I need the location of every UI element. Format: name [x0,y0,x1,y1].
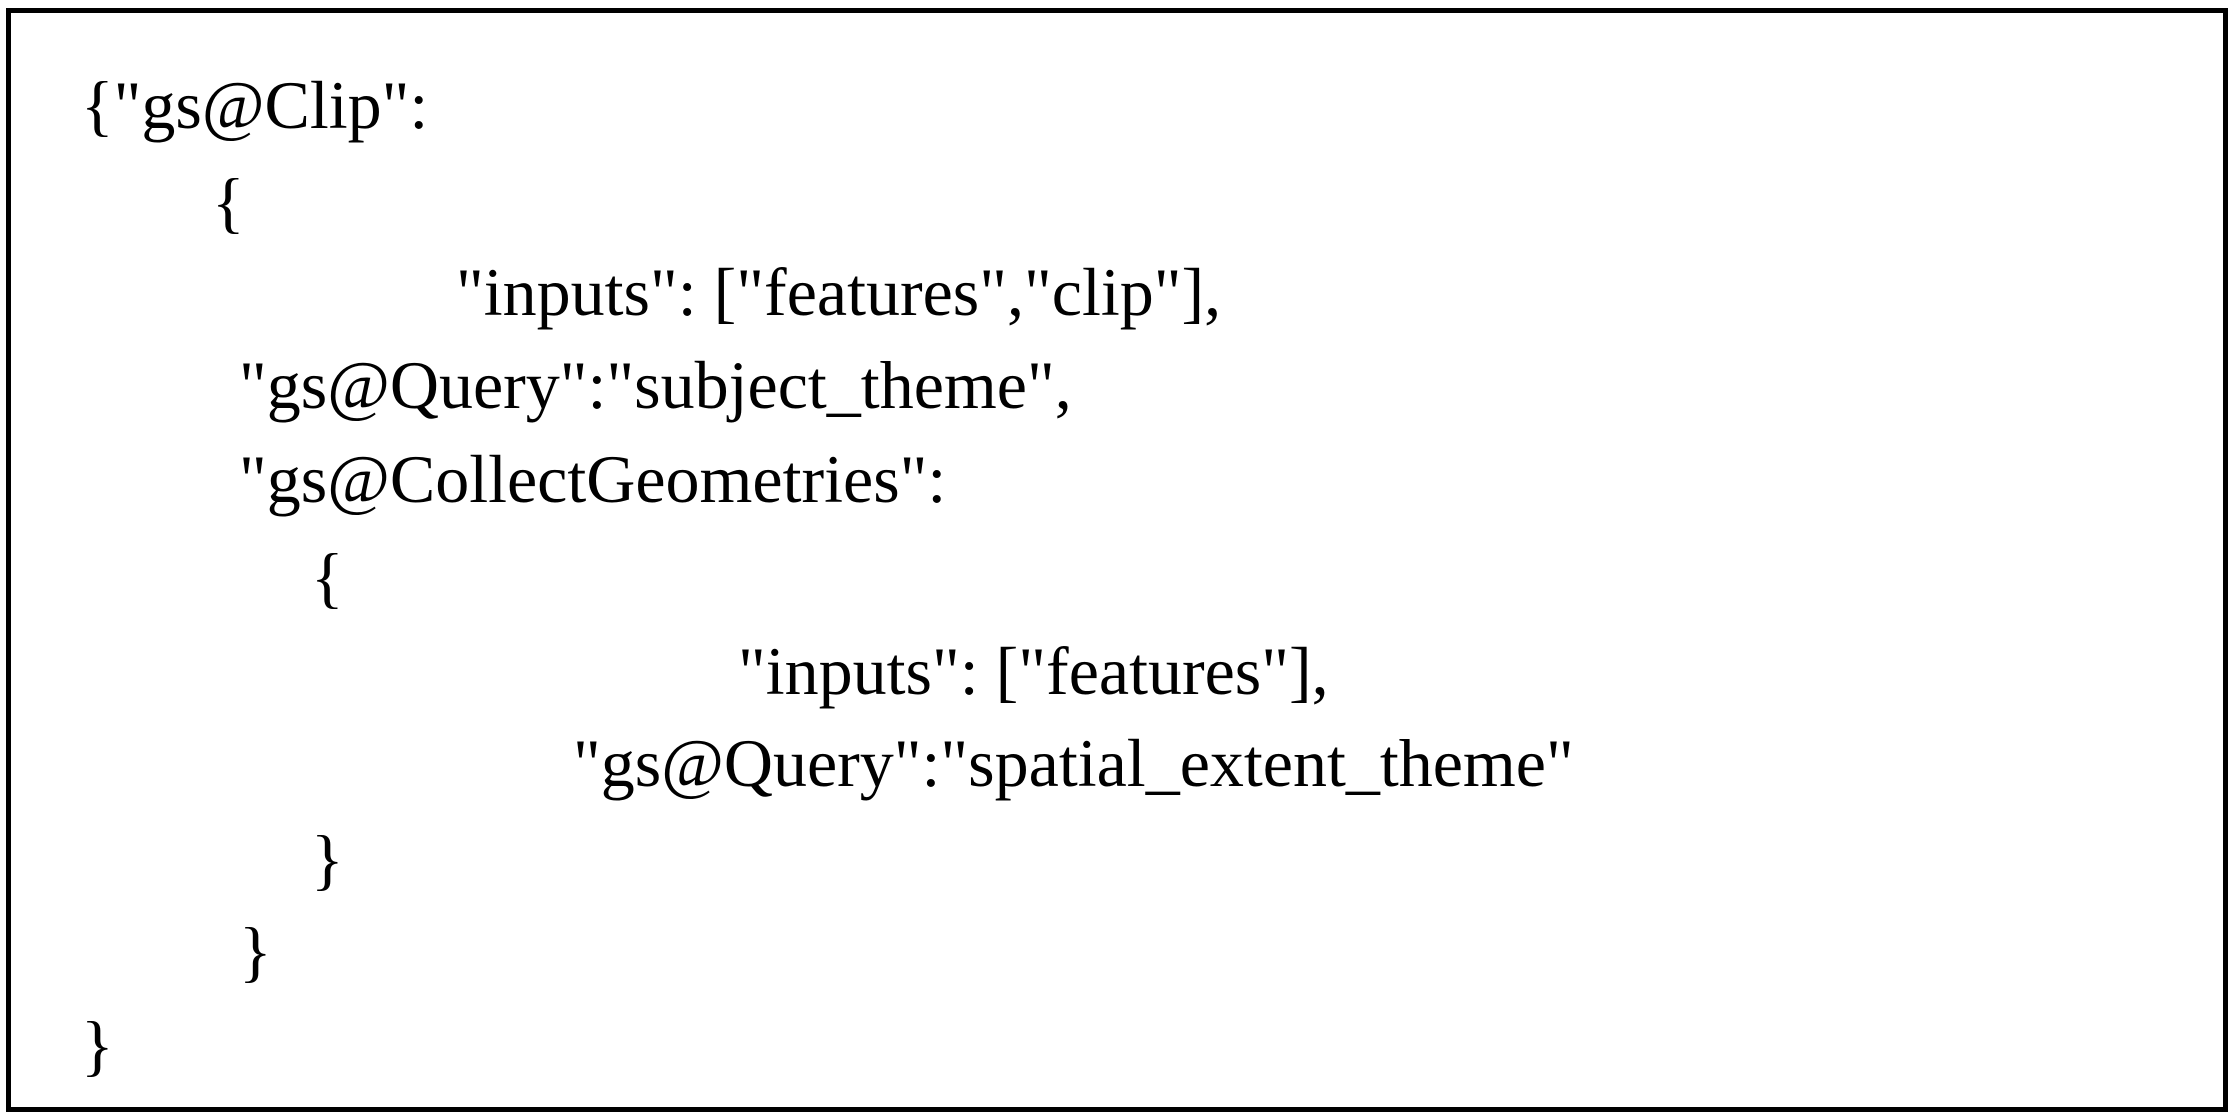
code-line-9: } [311,821,344,897]
code-line-6: { [311,539,344,615]
code-line-11: } [81,1007,114,1083]
code-line-4: "gs@Query":"subject_theme", [239,347,1072,423]
code-line-1: {"gs@Clip": [81,67,429,143]
code-line-7: "inputs": ["features"], [738,633,1329,709]
code-line-5: "gs@CollectGeometries": [239,441,947,517]
code-line-8: "gs@Query":"spatial_extent_theme" [573,725,1574,801]
code-line-10: } [239,913,272,989]
code-line-2: { [212,164,245,240]
code-line-3: "inputs": ["features","clip"], [456,254,1222,330]
code-box: {"gs@Clip": { "inputs": ["features","cli… [6,8,2228,1112]
